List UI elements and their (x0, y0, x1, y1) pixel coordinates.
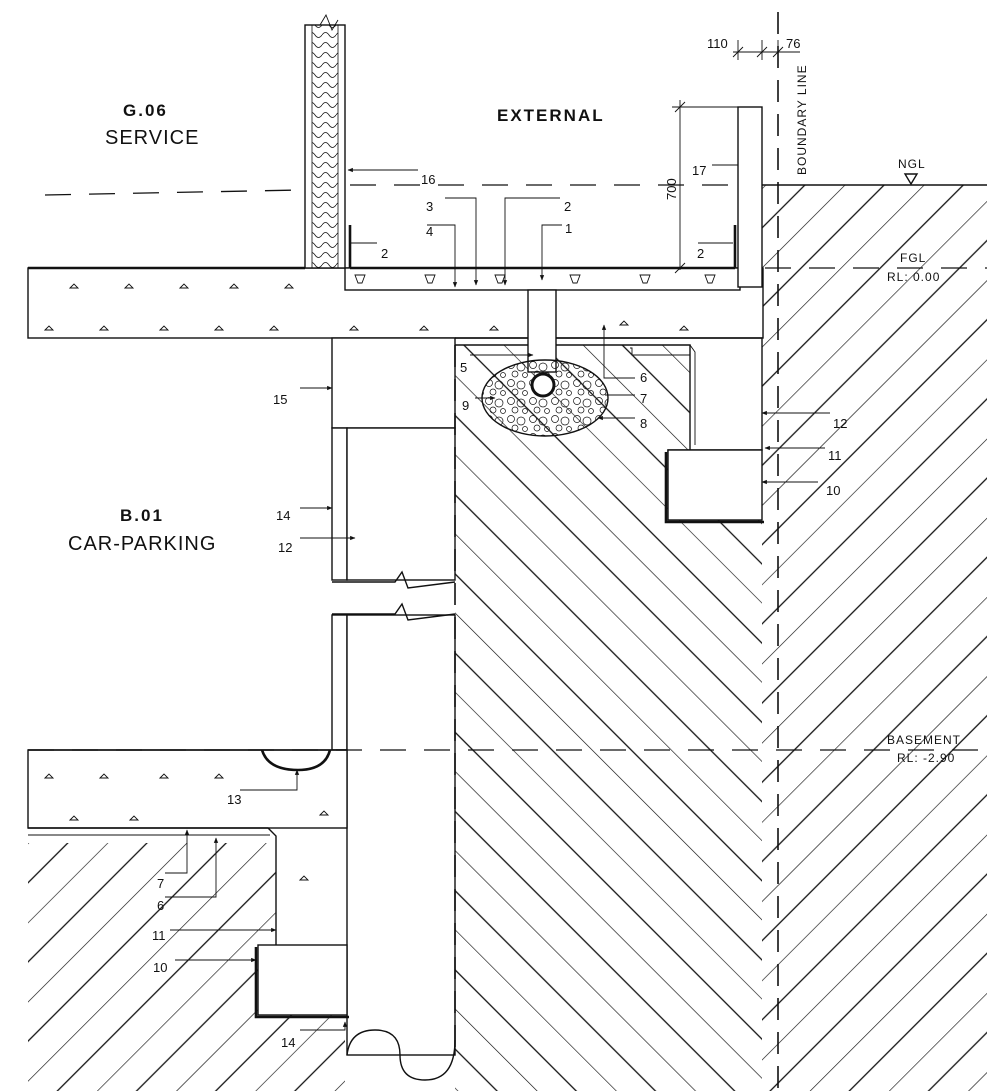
callout-17: 17 (692, 163, 706, 178)
room-name-service: SERVICE (105, 127, 199, 149)
basement-label: BASEMENT (887, 733, 961, 747)
service-wall (304, 13, 346, 269)
callout-2-left: 2 (381, 246, 388, 261)
dim-76: 76 (786, 36, 800, 51)
room-code-service: G.06 (123, 101, 168, 120)
basement-rl-label: RL: -2.90 (897, 751, 955, 765)
callout-7-top: 7 (640, 391, 647, 406)
callout-2-right: 2 (697, 246, 704, 261)
earth-hatch (28, 185, 987, 1091)
basement-slab (27, 749, 349, 1019)
callout-3: 3 (426, 199, 433, 214)
drainage-channel (344, 225, 741, 291)
callout-5: 5 (460, 360, 467, 375)
area-label-external: EXTERNAL (497, 106, 605, 125)
callout-1: 1 (565, 221, 572, 236)
dim-700: 700 (664, 178, 679, 200)
dim-110: 110 (707, 36, 728, 51)
ngl-label: NGL (898, 157, 926, 171)
basement-walls (331, 337, 456, 1081)
callout-7-bottom: 7 (157, 876, 164, 891)
callout-16: 16 (421, 172, 435, 187)
subsoil-drain (481, 289, 609, 437)
callout-10-bottom: 10 (153, 960, 167, 975)
callout-12-right: 12 (833, 416, 847, 431)
callout-8: 8 (640, 416, 647, 431)
callout-14-top: 14 (276, 508, 290, 523)
fgl-rl-label: RL: 0.00 (887, 270, 940, 284)
fgl-label: FGL (900, 251, 926, 265)
callout-4: 4 (426, 224, 433, 239)
callout-14-bottom: 14 (281, 1035, 295, 1050)
callout-13: 13 (227, 792, 241, 807)
level-lines (28, 12, 987, 1091)
leaders (165, 164, 830, 1031)
callout-9: 9 (462, 398, 469, 413)
room-name-parking: CAR-PARKING (68, 533, 216, 555)
callout-6-top: 6 (640, 370, 647, 385)
room-code-parking: B.01 (120, 506, 164, 525)
callout-10-right: 10 (826, 483, 840, 498)
boundary-line-label: BOUNDARY LINE (795, 64, 809, 175)
callout-11-bottom: 11 (152, 928, 166, 943)
retaining-footing (455, 337, 764, 524)
callout-12-left: 12 (278, 540, 292, 555)
callout-2-top: 2 (564, 199, 571, 214)
callout-11-right: 11 (828, 448, 842, 463)
dimensions (672, 40, 800, 274)
boundary-upstand (737, 106, 763, 288)
callout-15: 15 (273, 392, 287, 407)
ngl-marker-icon (903, 173, 919, 186)
callout-6-bottom: 6 (157, 898, 164, 913)
